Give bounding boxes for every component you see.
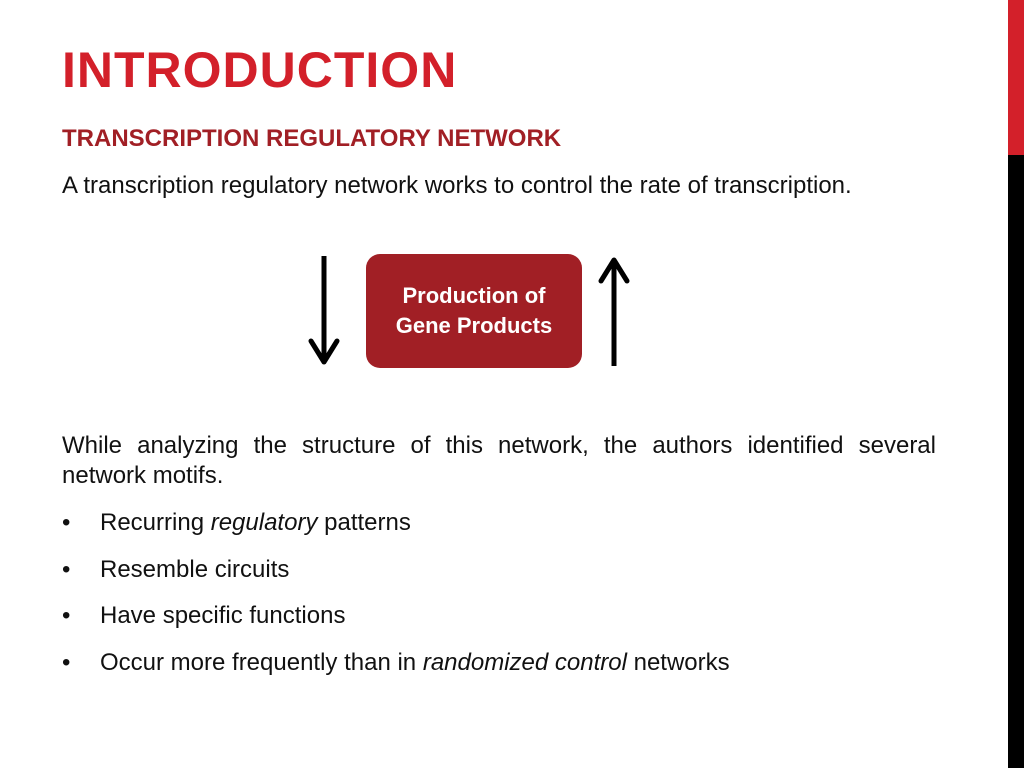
down-arrow-icon	[308, 256, 340, 365]
sidebar-dark-bar	[1008, 155, 1024, 768]
gene-products-box: Production of Gene Products	[366, 254, 582, 368]
bullet-text: Occur more frequently than in randomized…	[100, 648, 730, 676]
motifs-paragraph: While analyzing the structure of this ne…	[62, 432, 936, 489]
bullet-text: Have specific functions	[100, 602, 346, 629]
bullet-icon: •	[62, 509, 71, 536]
bullet-text: Resemble circuits	[100, 555, 290, 583]
slide-title: INTRODUCTION	[62, 42, 458, 98]
sidebar-accent-bar	[1008, 0, 1024, 155]
bullet-icon: •	[62, 648, 71, 676]
slide-subtitle: TRANSCRIPTION REGULATORY NETWORK	[62, 125, 562, 152]
bullet-icon: •	[62, 602, 71, 629]
bullet-text: Recurring regulatory patterns	[100, 509, 411, 536]
intro-paragraph: A transcription regulatory network works…	[62, 172, 852, 199]
up-arrow-icon	[598, 257, 630, 366]
gene-products-label: Production of Gene Products	[395, 283, 553, 338]
bullet-icon: •	[62, 555, 71, 583]
